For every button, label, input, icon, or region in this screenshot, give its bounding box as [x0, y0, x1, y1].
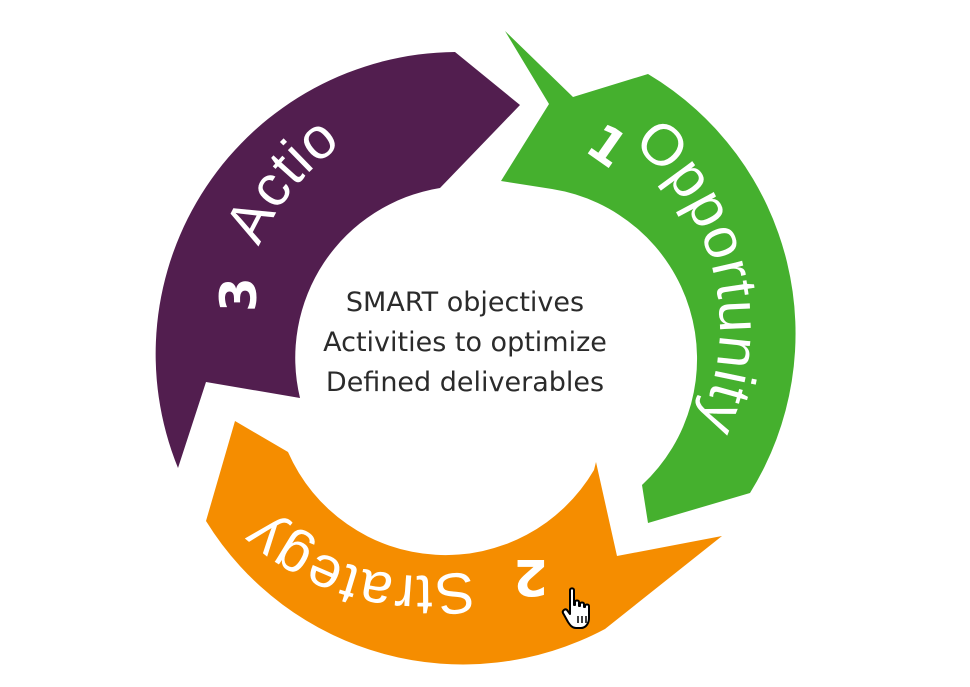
center-line: SMART objectives	[345, 287, 585, 318]
number-strategy: 2	[513, 548, 548, 606]
segment-opportunity[interactable]	[501, 31, 796, 523]
center-line: Defined deliverables	[325, 367, 605, 398]
segment-action[interactable]	[155, 52, 520, 468]
segment-strategy[interactable]	[206, 421, 722, 665]
center-line: Activities to optimize	[323, 327, 607, 358]
hand-pointer-icon	[561, 587, 590, 629]
number-action: 3	[210, 277, 268, 312]
center-text: SMART objectives Activities to optimize …	[295, 283, 635, 403]
label-strategy: Strategy	[231, 504, 479, 628]
